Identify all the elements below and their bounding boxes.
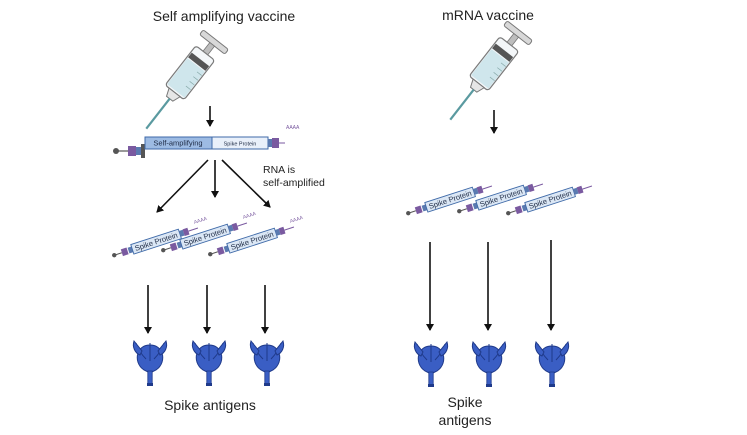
poly-a-tail-label: AAAA	[289, 215, 304, 225]
spike-protein-segment-label: Spike Protein	[224, 141, 257, 147]
poly-a-tail-label: AAAA	[242, 211, 257, 221]
right-caption-line-2: antigens	[439, 412, 492, 428]
arrow-diverge-left	[156, 159, 209, 213]
spike-antigen-icon	[249, 340, 285, 387]
right-caption-line-1: Spike	[447, 394, 482, 410]
annotation-line-1: RNA is	[263, 164, 295, 176]
self-amplifying-segment-label: Self-amplifying	[153, 139, 202, 148]
left-panel: Self amplifying vaccine Self-amplifying …	[110, 8, 325, 413]
right-panel: mRNA vaccine Spike Protein Spike Protein…	[404, 7, 594, 428]
right-panel-title: mRNA vaccine	[442, 7, 534, 23]
self-amplifying-construct: Self-amplifying Spike Protein AAAA	[113, 125, 300, 158]
left-panel-title: Self amplifying vaccine	[153, 8, 296, 24]
syringe-icon	[133, 29, 230, 140]
syringe-icon	[437, 20, 534, 131]
spike-antigen-icon	[191, 340, 227, 387]
poly-a-tail-label: AAAA	[286, 125, 300, 131]
spike-antigen-icon	[471, 341, 507, 388]
poly-a-tail-label: AAAA	[193, 216, 208, 226]
spike-antigen-icon	[413, 341, 449, 388]
left-caption: Spike antigens	[164, 397, 256, 413]
spike-antigen-icon	[534, 341, 570, 388]
annotation-line-2: self-amplified	[263, 177, 325, 189]
arrow-diverge-right	[221, 159, 271, 208]
spike-antigen-icon	[132, 340, 168, 387]
